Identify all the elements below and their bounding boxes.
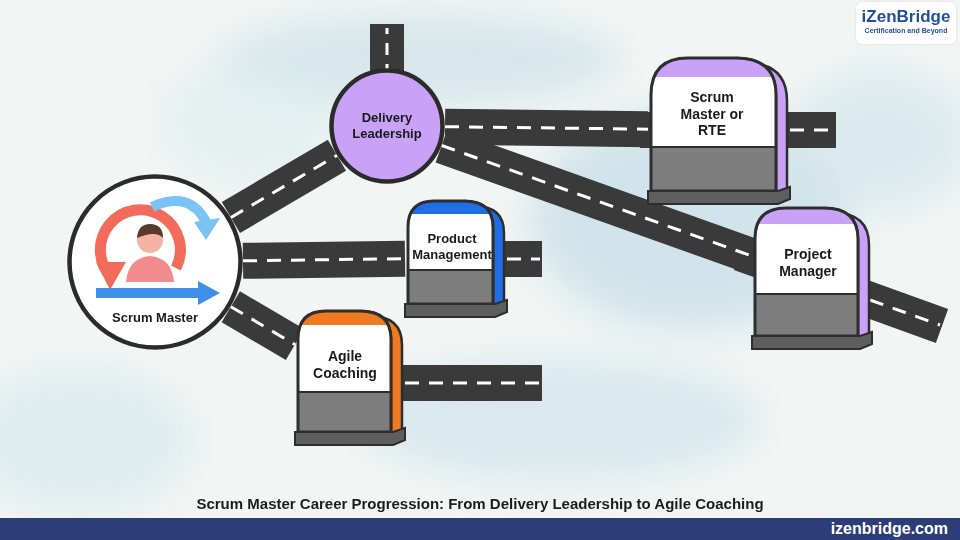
- stone-divider: [651, 146, 776, 148]
- road-dash: [231, 307, 295, 345]
- stone-divider: [408, 269, 493, 271]
- node-label: Delivery Leadership: [339, 88, 435, 164]
- road-connector: [445, 127, 648, 129]
- stone-outline: [298, 311, 391, 432]
- arrow-head: [96, 262, 126, 290]
- node-label: Product Management: [409, 216, 495, 278]
- road-dash: [405, 382, 540, 385]
- stone-base: [295, 428, 405, 445]
- arrow-head: [198, 281, 220, 305]
- arrow-head: [194, 218, 220, 240]
- stone-base: [648, 187, 790, 204]
- node-label: Scrum Master or RTE: [670, 75, 754, 153]
- stone-face: [405, 198, 507, 318]
- stone-body: [752, 205, 872, 350]
- circle-outline: [70, 177, 241, 348]
- logo-name: iZenBridge: [856, 8, 956, 26]
- road-connector: [243, 259, 405, 261]
- milestone-stone: Scrum Master or RTE: [648, 55, 790, 205]
- stone-body: [295, 308, 405, 446]
- watercolor-wash: [0, 15, 960, 510]
- stone-lower: [648, 147, 790, 205]
- stone-face: [295, 308, 405, 446]
- node-label: Project Manager: [766, 227, 850, 299]
- node-label: Agile Coaching: [303, 332, 387, 398]
- red-cycle-arrow: [100, 210, 180, 278]
- circle-node: Scrum Master: [67, 174, 243, 350]
- stone-base: [752, 332, 872, 349]
- milestone-stone: Project Manager: [752, 205, 872, 350]
- person-body: [126, 256, 174, 282]
- road: [445, 127, 648, 129]
- circle-node: Delivery Leadership: [329, 68, 445, 184]
- road: [243, 259, 405, 261]
- road-dash: [445, 127, 648, 129]
- milestone-stone: Agile Coaching: [295, 308, 405, 446]
- footer-bar: izenbridge.com: [0, 518, 960, 540]
- node-label: Scrum Master: [77, 306, 233, 330]
- road-dash: [870, 300, 940, 325]
- website-url: izenbridge.com: [831, 519, 948, 539]
- stone-outline: [755, 208, 858, 336]
- stone-lower: [752, 294, 872, 350]
- road-dash: [231, 155, 337, 217]
- caption: Scrum Master Career Progression: From De…: [0, 495, 960, 512]
- road-dash: [790, 129, 832, 132]
- caption-text: Scrum Master Career Progression: From De…: [196, 495, 763, 512]
- blue-forward-arrow: [96, 288, 200, 298]
- circle-outline: [332, 71, 443, 182]
- stone-outline: [651, 58, 776, 191]
- stone-face: [752, 205, 872, 350]
- stone-divider: [298, 391, 391, 393]
- stone-divider: [755, 293, 858, 295]
- road: [231, 155, 337, 217]
- wash-spot: [0, 370, 190, 510]
- stone-body: [405, 198, 507, 318]
- stone-base: [405, 300, 507, 317]
- road-dash: [507, 258, 540, 261]
- road-connector: [231, 155, 337, 217]
- road-dash: [243, 259, 405, 261]
- road-extensions: [330, 24, 942, 383]
- stone-lower: [295, 392, 405, 446]
- person-hair: [137, 224, 163, 238]
- stone-body: [648, 55, 790, 205]
- milestone-stone: Product Management: [405, 198, 507, 318]
- stone-face: [648, 55, 790, 205]
- brand-logo: iZenBridgeCertification and Beyond: [856, 2, 956, 44]
- blue-cycle-arrow: [152, 201, 206, 222]
- road-connector: [231, 307, 295, 345]
- logo-tagline: Certification and Beyond: [856, 26, 956, 36]
- person-head: [137, 227, 163, 253]
- road: [231, 307, 295, 345]
